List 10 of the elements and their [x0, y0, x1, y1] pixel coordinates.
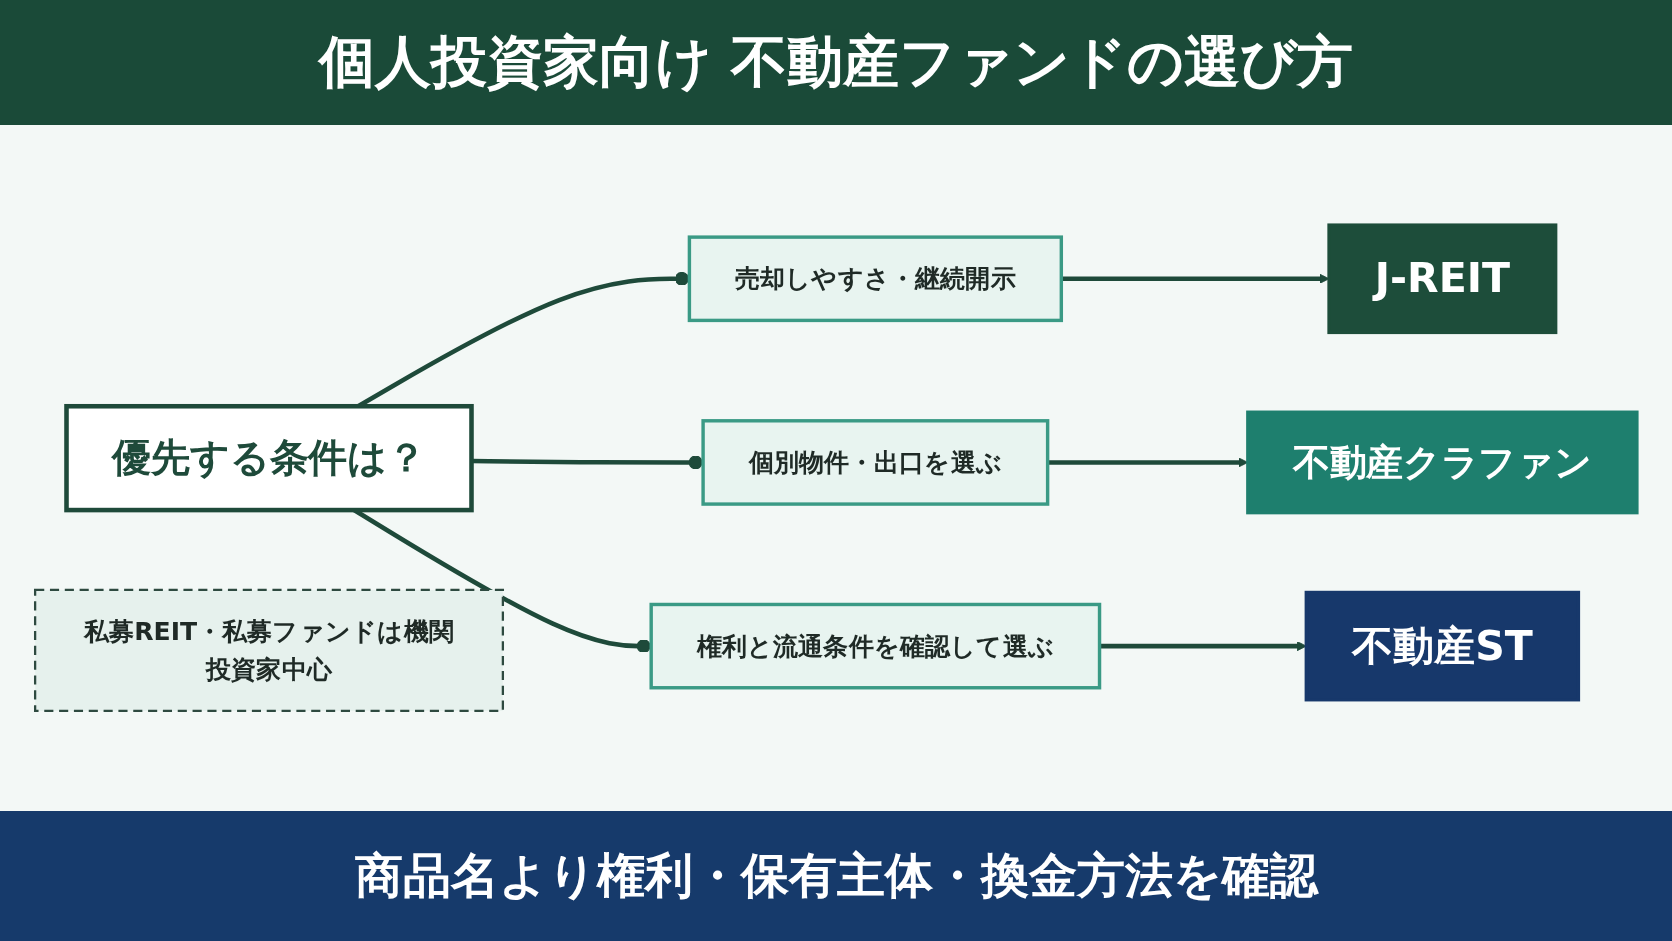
node-box: 不動産ST: [1304, 590, 1581, 702]
node-box: 優先する条件は？: [64, 403, 474, 513]
node-box: 売却しやすさ・継続開示: [687, 235, 1064, 323]
node-box: 不動産クラファン: [1246, 410, 1639, 515]
node-box: J-REIT: [1327, 223, 1558, 335]
caption: 商品名より権利・保有主体・換金方法を確認: [354, 846, 1318, 905]
title: 個人投資家向け 不動産ファンドの選び方: [318, 27, 1354, 96]
node-box: 権利と流通条件を確認して選ぶ: [649, 602, 1102, 690]
node-box: 個別物件・出口を選ぶ: [701, 419, 1050, 506]
node-box: 私募REIT・私募ファンドは機関投資家中心: [34, 588, 504, 712]
